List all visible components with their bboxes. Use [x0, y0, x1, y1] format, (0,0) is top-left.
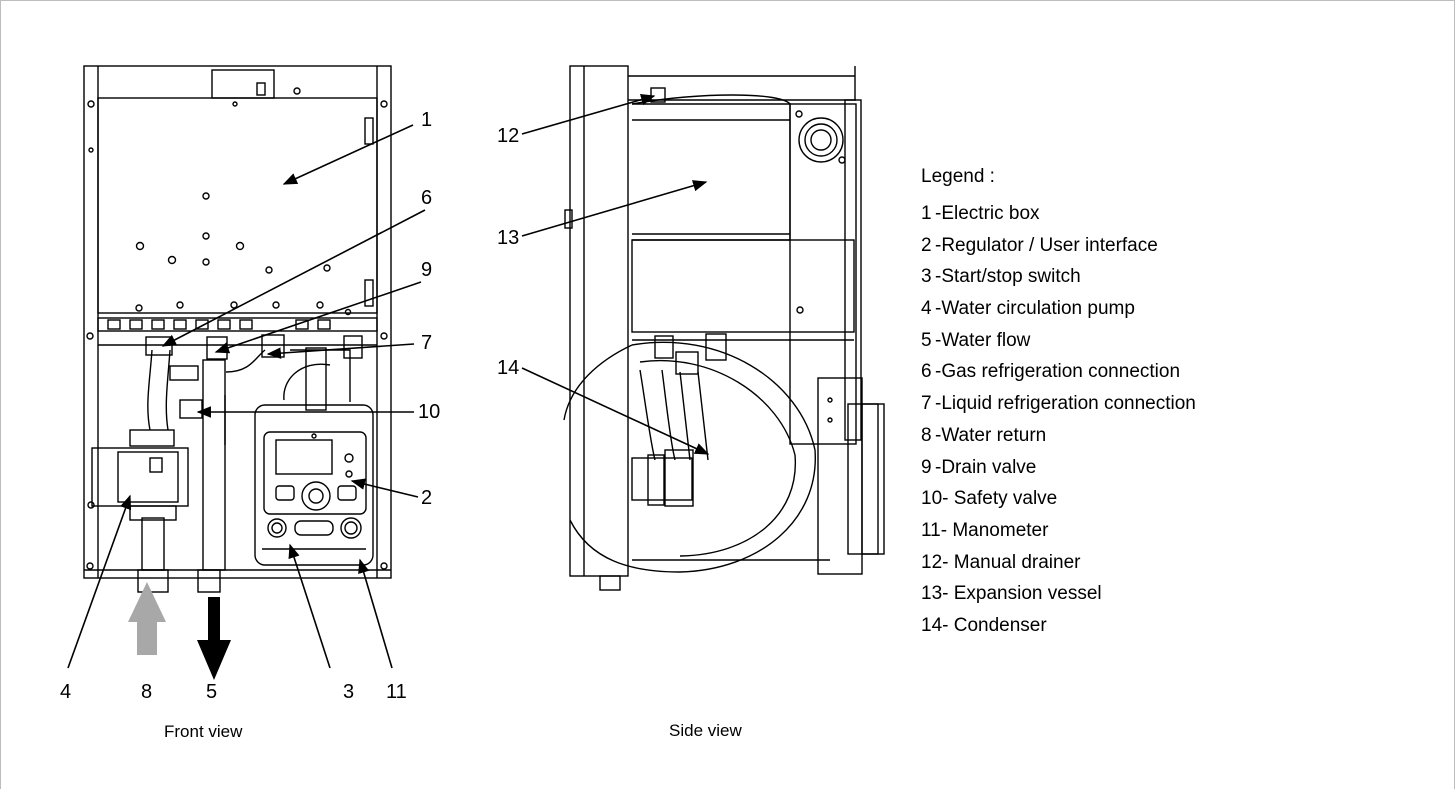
electric-box	[97, 97, 378, 314]
front-view-caption: Front view	[164, 722, 243, 741]
side-view	[563, 65, 885, 591]
callout-2: 2	[421, 487, 432, 509]
callout-6: 6	[421, 187, 432, 209]
callout-7: 7	[421, 332, 432, 354]
callout-1: 1	[421, 109, 432, 131]
side-casing	[569, 65, 629, 577]
legend-item: 11- Manometer	[921, 519, 1049, 541]
legend: Legend : 1-Electric box 2-Regulator / Us…	[921, 166, 1341, 642]
condenser	[632, 103, 791, 241]
callout-5: 5	[206, 681, 217, 703]
legend-item: 3-Start/stop switch	[921, 266, 1081, 288]
legend-item: 1-Electric box	[921, 203, 1040, 224]
start-stop-switch	[267, 518, 287, 538]
callout-13: 13	[497, 227, 519, 249]
callout-9: 9	[421, 259, 432, 281]
legend-item: 4-Water circulation pump	[921, 298, 1135, 320]
leader-lines	[67, 94, 710, 669]
water-flow-arrow	[197, 597, 231, 680]
legend-item: 5-Water flow	[921, 329, 1031, 351]
legend-item: 14- Condenser	[921, 614, 1047, 636]
legend-item: 7-Liquid refrigeration connection	[921, 393, 1196, 415]
expansion-vessel	[631, 457, 693, 501]
legend-item: 12- Manual drainer	[921, 551, 1081, 573]
legend-item: 10- Safety valve	[921, 488, 1058, 510]
manometer	[340, 517, 362, 539]
water-return-arrow	[128, 582, 166, 655]
front-view	[83, 65, 392, 593]
regulator-user-interface	[254, 404, 374, 566]
front-casing	[83, 65, 392, 579]
callout-14: 14	[497, 357, 519, 379]
callout-10: 10	[418, 401, 440, 423]
callout-4: 4	[60, 681, 71, 703]
legend-item: 8-Water return	[921, 424, 1047, 446]
callout-11: 11	[386, 681, 407, 703]
side-view-caption: Side view	[669, 721, 742, 740]
callout-12: 12	[497, 125, 519, 147]
legend-item: 6-Gas refrigeration connection	[921, 361, 1181, 383]
water-circulation-pump	[91, 447, 189, 507]
legend-title: Legend :	[921, 166, 995, 187]
legend-item: 2-Regulator / User interface	[921, 234, 1158, 256]
callout-3: 3	[343, 681, 354, 703]
callout-8: 8	[141, 681, 152, 703]
legend-item: 9-Drain valve	[921, 456, 1037, 478]
legend-item: 13- Expansion vessel	[921, 583, 1102, 605]
legend-list: 1-Electric box 2-Regulator / User interf…	[921, 198, 1341, 642]
